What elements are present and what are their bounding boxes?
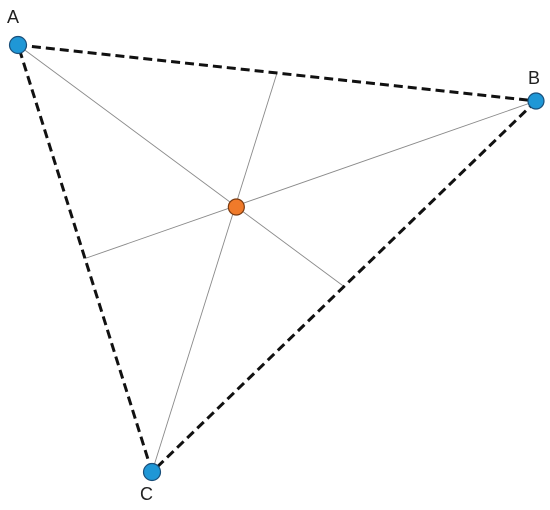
vertex-c-label: C xyxy=(140,484,153,504)
vertex-b-point[interactable] xyxy=(527,92,545,110)
edge-ca xyxy=(16,44,154,473)
edge-bc xyxy=(150,99,538,474)
vertex-a-label: A xyxy=(7,7,19,27)
vertex-c-point[interactable] xyxy=(142,462,162,482)
centroid-point[interactable] xyxy=(227,198,245,216)
medians-group xyxy=(17,44,537,473)
vertex-a-point[interactable] xyxy=(8,35,28,55)
labels-group: A B C xyxy=(7,7,540,504)
edge-ab xyxy=(17,43,537,103)
vertex-b-label: B xyxy=(528,68,540,88)
median-from-a xyxy=(17,44,345,287)
median-from-c xyxy=(151,72,278,473)
vertices-group xyxy=(8,35,545,482)
edges-group xyxy=(16,43,538,474)
median-from-b xyxy=(84,100,537,259)
